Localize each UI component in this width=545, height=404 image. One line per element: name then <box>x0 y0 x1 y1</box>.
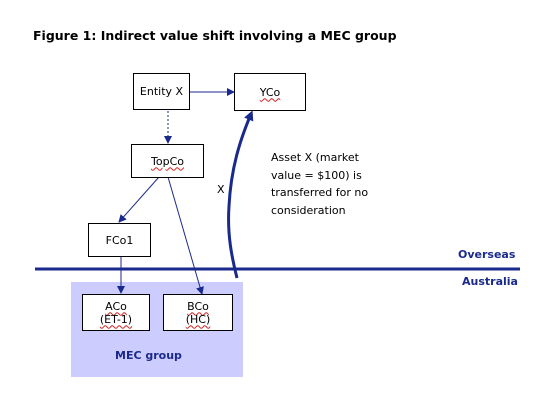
overseas-label: Overseas <box>458 248 516 261</box>
asset-note-line: consideration <box>271 203 346 217</box>
entity-x-label: Entity X <box>139 85 184 98</box>
aco-label: ACo <box>105 299 127 313</box>
topco-box: TopCo <box>131 144 204 178</box>
topco-label: TopCo <box>151 154 184 168</box>
bco-box: BCo (HC) <box>163 294 233 331</box>
arrow-topco-bco <box>167 176 204 295</box>
yco-label: YCo <box>259 85 281 99</box>
mec-group-label: MEC group <box>115 349 182 362</box>
asset-transfer-arrow <box>227 110 254 279</box>
asset-note-line: value = $100) is <box>271 168 362 182</box>
figure-title: Figure 1: Indirect value shift involving… <box>33 28 397 43</box>
aco-sublabel: (ET-1) <box>99 312 133 326</box>
aco-box: ACo (ET-1) <box>82 294 150 331</box>
fco1-box: FCo1 <box>88 223 151 257</box>
asset-note: Asset X (market value = $100) is transfe… <box>271 149 368 219</box>
entity-x-box: Entity X <box>133 73 190 110</box>
asset-note-line: transferred for no <box>271 186 369 199</box>
arrow-topco-fco1 <box>118 176 160 223</box>
bco-sublabel: (HC) <box>185 312 211 326</box>
fco1-label: FCo1 <box>105 233 134 247</box>
yco-box: YCo <box>234 73 306 111</box>
transfer-label: X <box>217 183 225 196</box>
australia-label: Australia <box>462 275 518 288</box>
bco-label: BCo <box>187 299 209 313</box>
asset-note-line: Asset X (market <box>271 151 359 164</box>
